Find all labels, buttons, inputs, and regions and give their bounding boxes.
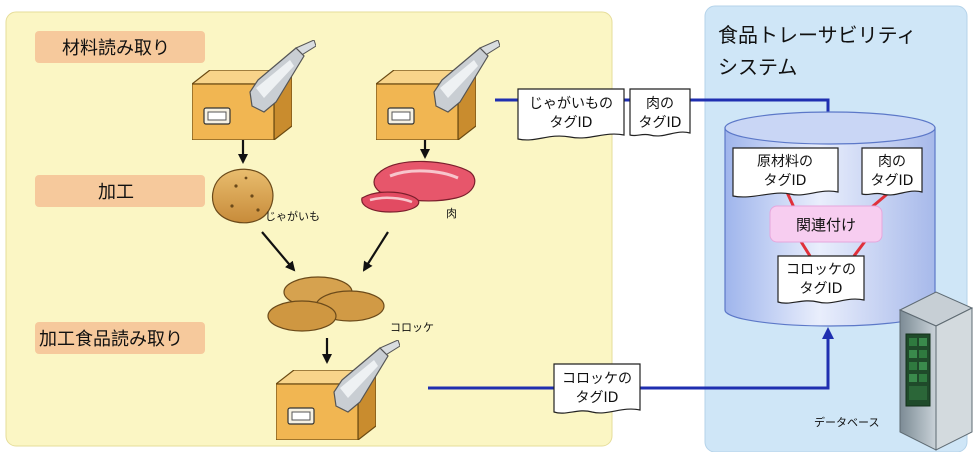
tag-card-croquette: コロッケの タグID	[553, 363, 641, 414]
croquette-icon	[267, 276, 385, 332]
db-link-box: 関連付け	[769, 205, 883, 243]
croquette-label: コロッケ	[390, 321, 434, 334]
database-label: データベース	[814, 415, 879, 429]
step-process-label: 加工	[98, 182, 134, 203]
step-read-product-label: 加工食品読み取り	[39, 329, 183, 350]
svg-text:コロッケの: コロッケの	[562, 371, 632, 387]
svg-text:関連付け: 関連付け	[796, 216, 856, 234]
step-process: 加工	[35, 175, 205, 207]
svg-text:タグID: タグID	[800, 281, 843, 297]
step-read-materials: 材料読み取り	[35, 31, 205, 63]
svg-text:肉の: 肉の	[878, 154, 906, 170]
svg-text:コロッケの: コロッケの	[786, 262, 856, 278]
db-tag-meat: 肉の タグID	[861, 147, 923, 196]
svg-text:肉の: 肉の	[646, 96, 674, 112]
step-read-materials-label: 材料読み取り	[62, 38, 170, 59]
svg-text:タグID: タグID	[639, 115, 682, 131]
meat-label: 肉	[446, 207, 457, 220]
svg-text:タグID: タグID	[871, 173, 914, 189]
svg-text:じゃがいもの: じゃがいもの	[529, 96, 613, 112]
svg-text:タグID: タグID	[576, 390, 619, 406]
svg-text:タグID: タグID	[764, 173, 807, 189]
tag-card-potato: じゃがいもの タグID	[517, 88, 625, 141]
step-read-product: 加工食品読み取り	[35, 322, 205, 354]
potato-icon	[211, 168, 274, 224]
system-title-line1: 食品トレーサビリティ	[718, 23, 916, 47]
meat-icon	[361, 160, 476, 213]
svg-text:タグID: タグID	[550, 115, 593, 131]
server-icon	[898, 291, 974, 451]
svg-text:原材料の: 原材料の	[757, 154, 813, 170]
process-arrows	[238, 140, 430, 364]
tag-card-meat: 肉の タグID	[629, 88, 691, 137]
db-tag-croquette: コロッケの タグID	[777, 255, 865, 304]
potato-label: じゃがいも	[265, 209, 320, 223]
system-title-line2: システム	[718, 55, 797, 79]
db-tag-raw-material: 原材料の タグID	[732, 147, 839, 198]
